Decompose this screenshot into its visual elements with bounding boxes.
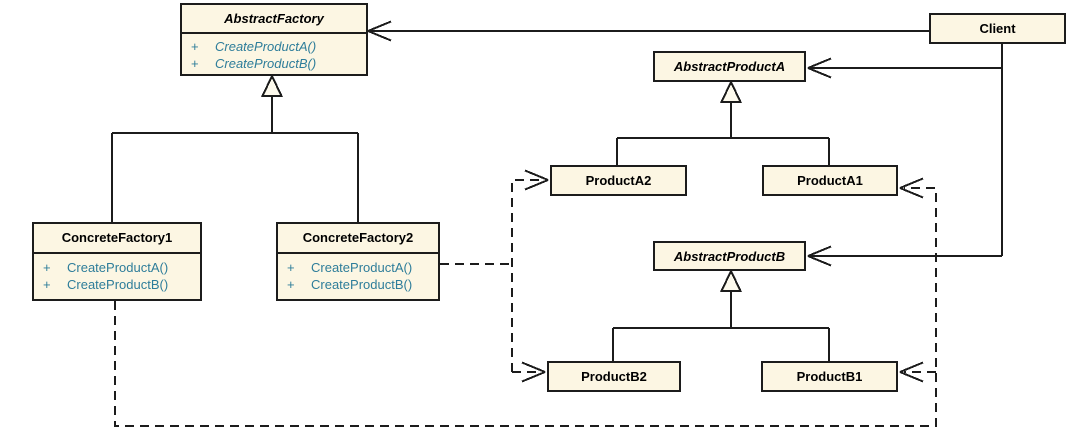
dependency-line-concretefactory1	[114, 187, 937, 427]
class-methods: + CreateProductA() + CreateProductB()	[278, 252, 438, 293]
method-name: CreateProductA()	[311, 260, 413, 275]
class-title: ProductA1	[797, 173, 863, 188]
method-row: + CreateProductB()	[43, 276, 198, 293]
method-visibility: +	[43, 277, 51, 292]
method-row: + CreateProductA()	[43, 259, 198, 276]
class-title: Client	[979, 21, 1016, 36]
generalization-line-products-a	[616, 102, 830, 166]
class-title: ConcreteFactory2	[302, 230, 414, 245]
class-title: ConcreteFactory1	[61, 230, 173, 245]
class-product-a1: ProductA1	[762, 165, 898, 196]
class-title: AbstractProductB	[673, 248, 786, 264]
class-abstract-factory: AbstractFactory + CreateProductA() + Cre…	[180, 3, 368, 76]
class-client: Client	[929, 13, 1066, 44]
dependency-line-concretefactory2	[440, 179, 546, 373]
method-visibility: +	[43, 260, 51, 275]
class-methods: + CreateProductA() + CreateProductB()	[34, 252, 200, 293]
class-product-b2: ProductB2	[547, 361, 681, 392]
method-row: + CreateProductB()	[191, 55, 364, 72]
method-row: + CreateProductA()	[191, 38, 364, 55]
method-visibility: +	[287, 277, 295, 292]
generalization-line-factories	[111, 96, 359, 222]
class-title: ProductA2	[585, 173, 652, 188]
open-arrowhead-icon	[367, 20, 924, 383]
class-product-a2: ProductA2	[550, 165, 687, 196]
method-name: CreateProductB()	[215, 56, 317, 71]
class-product-b1: ProductB1	[761, 361, 898, 392]
method-name: CreateProductB()	[67, 277, 169, 292]
method-visibility: +	[287, 260, 295, 275]
class-abstract-product-b: AbstractProductB	[653, 241, 806, 271]
class-abstract-product-a: AbstractProductA	[653, 51, 806, 82]
association-line-client-products	[808, 44, 1003, 257]
class-concrete-factory2: ConcreteFactory2 + CreateProductA() + Cr…	[276, 222, 440, 301]
class-title: AbstractFactory	[224, 11, 324, 26]
method-name: CreateProductA()	[215, 39, 317, 54]
method-row: + CreateProductB()	[287, 276, 436, 293]
inheritance-triangle-icon	[260, 73, 743, 292]
method-row: + CreateProductA()	[287, 259, 436, 276]
method-name: CreateProductB()	[311, 277, 413, 292]
method-name: CreateProductA()	[67, 260, 169, 275]
class-concrete-factory1: ConcreteFactory1 + CreateProductA() + Cr…	[32, 222, 202, 301]
method-visibility: +	[191, 56, 199, 71]
class-title: ProductB1	[796, 369, 863, 384]
class-title: ProductB2	[581, 369, 647, 384]
generalization-line-products-b	[612, 291, 830, 361]
class-methods: + CreateProductA() + CreateProductB()	[182, 32, 366, 72]
class-title: AbstractProductA	[673, 59, 786, 74]
method-visibility: +	[191, 39, 199, 54]
